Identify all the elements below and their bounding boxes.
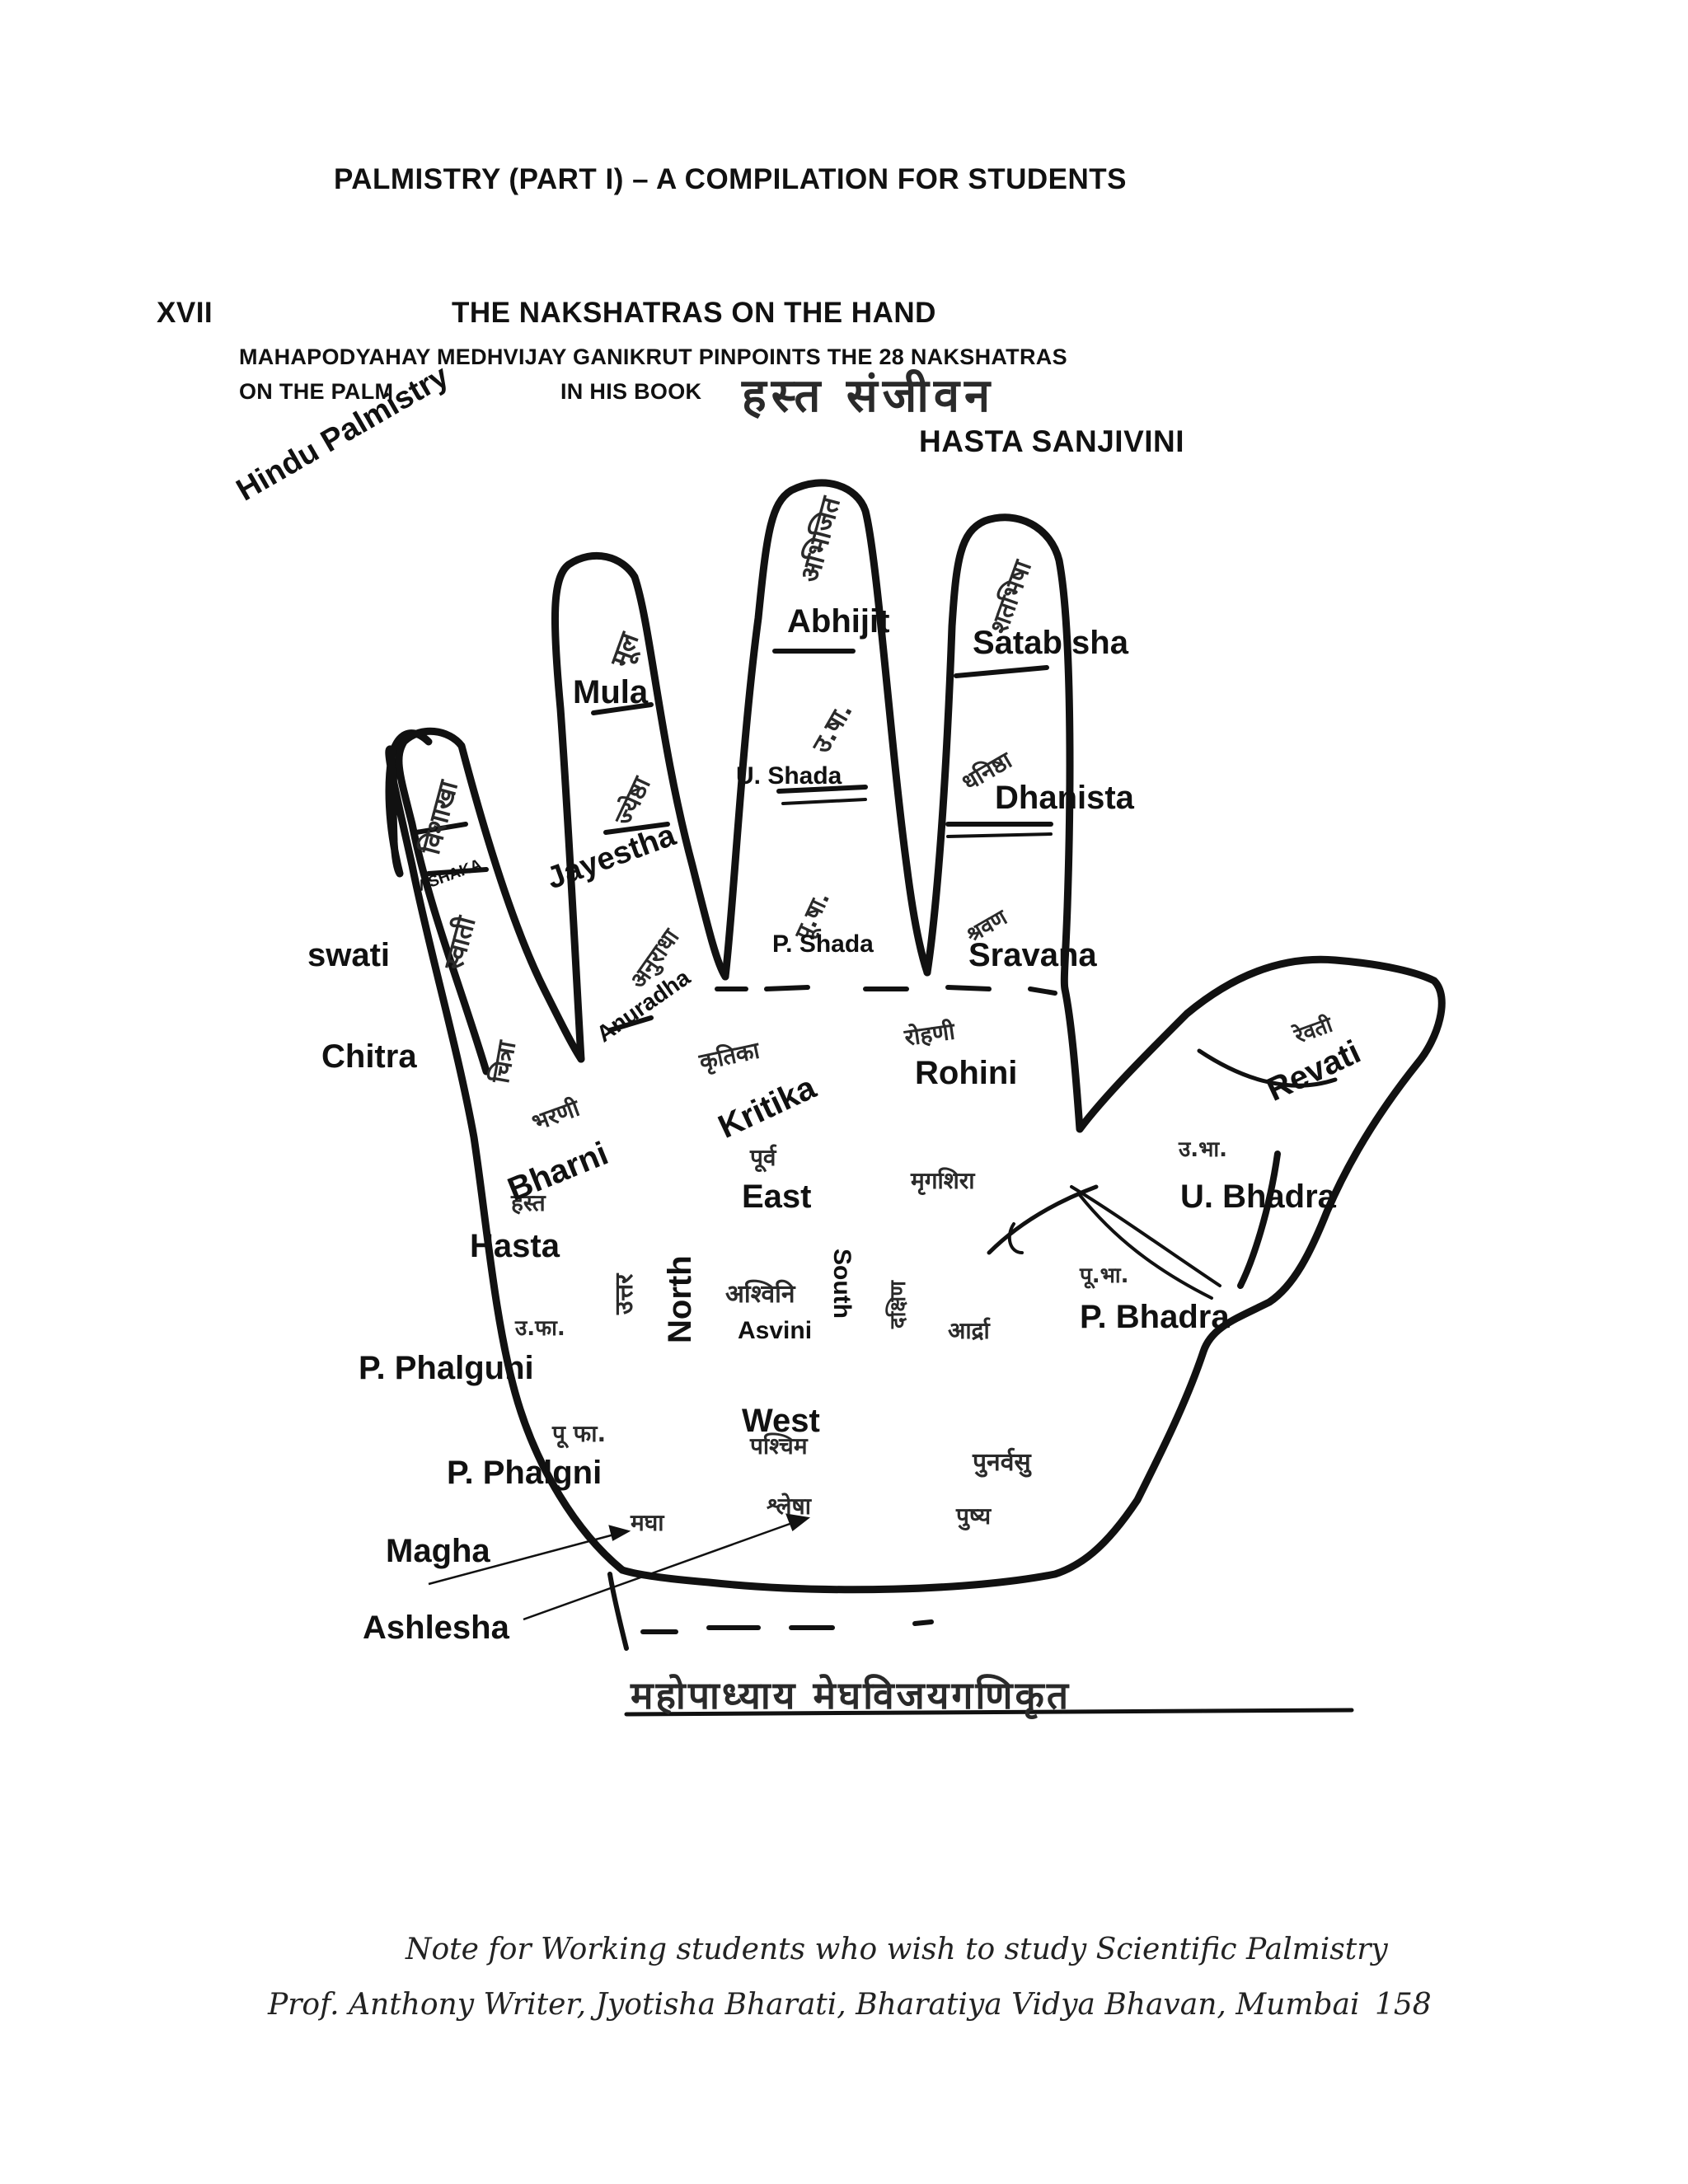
label-chitra: Chitra [321,1038,417,1075]
footer-credit: Prof. Anthony Writer, Jyotisha Bharati, … [268,1988,1360,2022]
label-swati: swati [307,937,391,973]
subtitle-line-1: MAHAPODYAHAY MEDHVIJAY GANIKRUT PINPOINT… [239,344,1067,369]
dev-punarvasu: पुनर्वसु [973,1448,1031,1477]
subtitle-line-2a: ON THE PALM [239,379,394,404]
label-sravana: Sravana [968,937,1097,973]
label-p-bhadra: P. Bhadra [1080,1299,1230,1335]
dev-chitra: चित्रा [485,1038,523,1085]
section-number: XVII [157,297,213,329]
dev-uttar: उत्तर [610,1273,639,1315]
label-mula: Mula [573,674,649,710]
section-title: THE NAKSHATRAS ON THE HAND [452,297,936,329]
page-number: 158 [1375,1988,1432,2022]
label-p-shada: P. Shada [772,930,874,958]
wrist-line [607,1572,629,1651]
dev-purva: पूर्व [750,1144,776,1171]
dev-author: महोपाध्याय मेघविजयगणिकृत [631,1673,1071,1718]
label-u-shada: U. Shada [736,762,842,790]
label-dhanista: Dhanista [995,780,1134,816]
footer-note: Note for Working students who wish to st… [406,1933,1388,1966]
label-asvini: Asvini [738,1317,813,1344]
book-name: HASTA SANJIVINI [919,424,1185,458]
subtitle-line-2b: IN HIS BOOK [560,379,702,404]
dev-paschim: पश्चिम [750,1432,808,1460]
label-ashlesha: Ashlesha [363,1610,509,1646]
label-magha: Magha [386,1533,490,1569]
label-south: South [828,1249,856,1319]
label-u-bhadra: U. Bhadra [1180,1179,1336,1215]
label-abhijit: Abhijit [787,603,890,640]
ring-finger-outline [551,551,729,1063]
dev-ashlesha: श्लेषा [767,1493,811,1520]
dev-magha: मघा [631,1509,664,1536]
middle-finger-outline [721,479,931,981]
dev-mrigashira: मृगशिरा [911,1167,975,1194]
index-finger-outline [923,513,1074,993]
dev-pufa: पू फा. [552,1420,607,1447]
thumb-outline [618,955,1446,1594]
label-west: West [742,1403,820,1439]
label-rohini: Rohini [915,1055,1018,1091]
dev-ardra: आर्द्रा [948,1317,990,1344]
dev-hasta: हस्त [511,1189,546,1216]
label-satabisha: Satabisha [973,625,1128,661]
dev-ashvini: अश्विनि [725,1280,795,1309]
running-title: PALMISTRY (PART I) – A COMPILATION FOR S… [334,163,1128,195]
little-finger-outline [395,727,585,1076]
dev-dakshin: दक्षिण [886,1281,911,1329]
label-p-phalguni: P. Phalguni [359,1350,534,1386]
dev-pubha: पू.भा. [1080,1263,1129,1288]
label-north: North [662,1255,698,1343]
dev-pushya: पुष्य [956,1502,992,1530]
dev-ufa: उ.फा. [515,1316,565,1341]
label-hasta: Hasta [470,1228,560,1264]
label-p-phalgni: P. Phalgni [447,1455,603,1491]
book-name-devanagari: हस्त संजीवन [742,369,996,423]
label-east: East [742,1179,812,1215]
dev-ubha: उ.भा. [1179,1137,1228,1162]
